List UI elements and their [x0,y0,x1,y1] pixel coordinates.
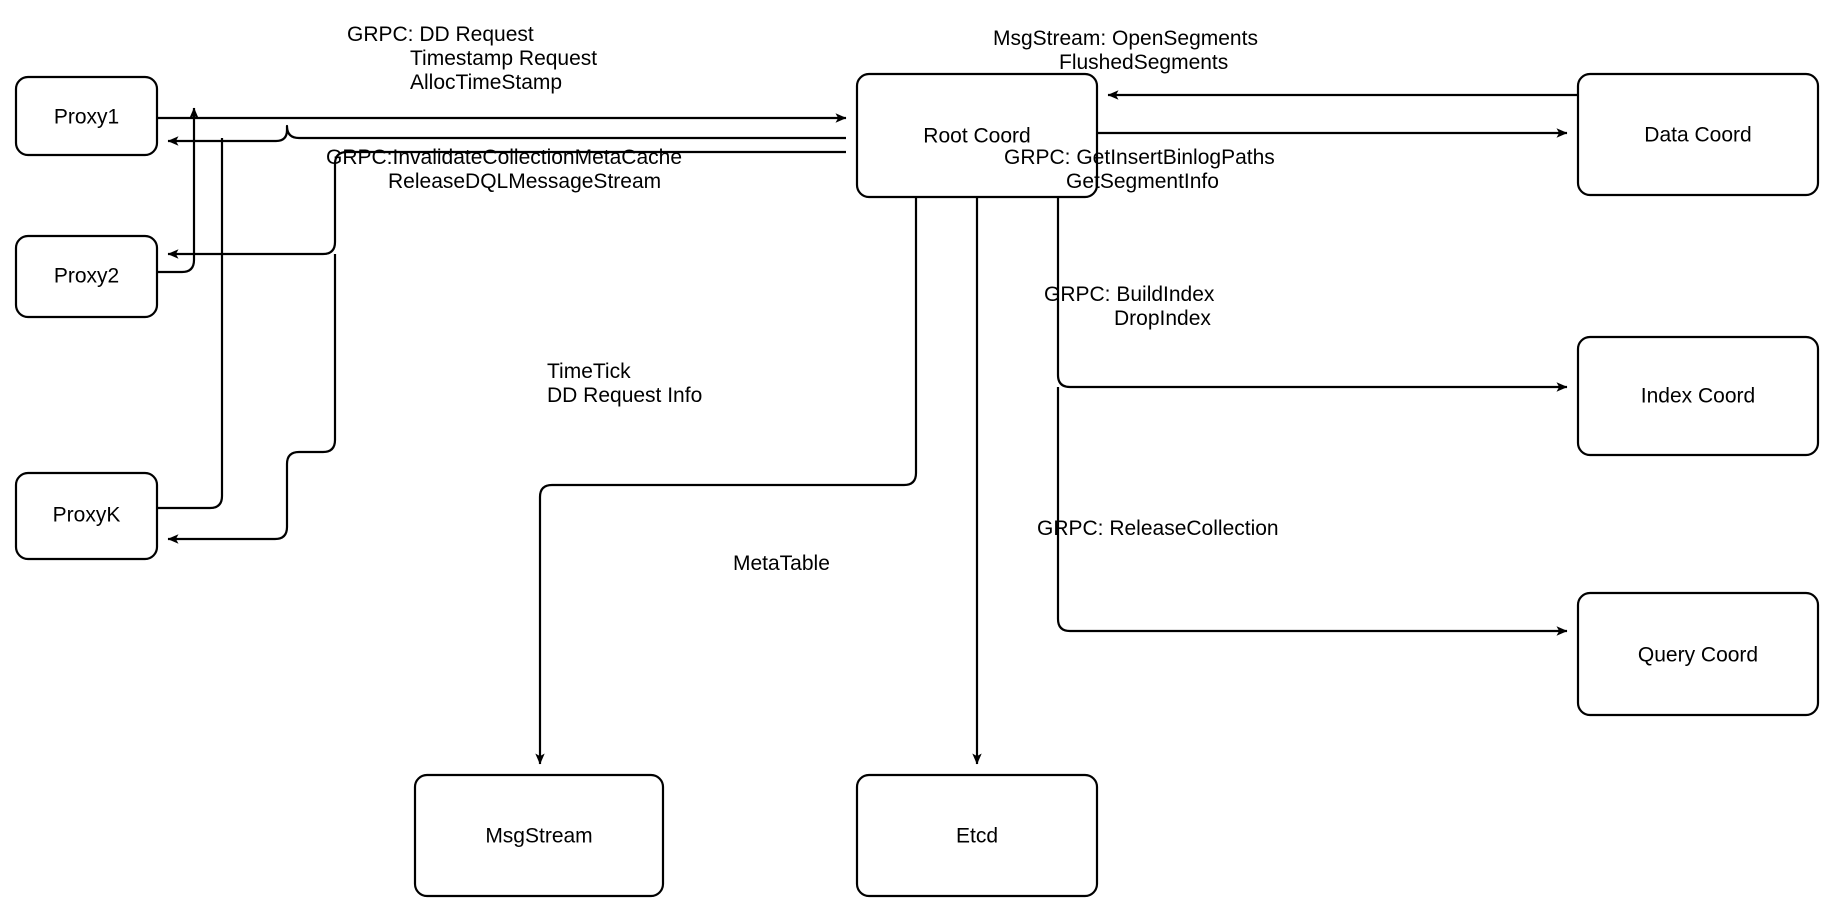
edge-label-root-to-querycoord: GRPC: ReleaseCollection [1037,517,1279,540]
node-msgstream-box[interactable] [413,773,665,898]
edge-label-root-to-proxy-line2: ReleaseDQLMessageStream [388,170,661,193]
node-msgstream-label: MsgStream [485,825,592,848]
node-proxyk[interactable]: ProxyK [14,471,159,561]
edge-label-datacoord-to-root-line1: MsgStream: OpenSegments [993,27,1258,50]
node-rootcoord[interactable]: Root Coord [855,72,1099,199]
edge-proxyk-to-rootcoord [157,138,224,510]
edge-label-root-to-msgstream: TimeTick DD Request Info [547,360,702,407]
edge-rootcoord-to-indexcoord [1056,197,1568,392]
edge-label-root-to-etcd-line1: MetaTable [733,552,830,575]
edge-label-root-to-datacoord-line1: GRPC: GetInsertBinlogPaths [1004,146,1275,169]
node-rootcoord-label: Root Coord [923,125,1030,148]
edge-label-root-to-indexcoord-line2: DropIndex [1114,307,1211,330]
node-etcd-label: Etcd [956,825,998,848]
edge-label-proxy-to-root-line1: GRPC: DD Request [347,23,534,46]
node-indexcoord-box[interactable] [1576,335,1820,457]
edge-label-proxy-to-root-line3: AllocTimeStamp [410,71,562,94]
edge-rootcoord-to-proxy2 [167,150,846,259]
node-querycoord[interactable]: Query Coord [1576,591,1820,717]
edge-label-datacoord-to-root: MsgStream: OpenSegments FlushedSegments [993,27,1258,74]
edge-label-root-to-msgstream-line1: TimeTick [547,360,631,383]
edge-rootcoord-to-proxy1 [167,124,846,146]
edge-rootcoord-to-querycoord [1056,387,1568,636]
edge-label-root-to-proxy-line1: GRPC:InvalidateCollectionMetaCache [326,146,682,169]
node-proxyk-box[interactable] [14,471,159,561]
edge-label-root-to-etcd: MetaTable [733,552,830,575]
node-proxy1-label: Proxy1 [54,106,119,129]
edge-label-root-to-msgstream-line2: DD Request Info [547,384,702,407]
node-proxy2[interactable]: Proxy2 [14,234,159,319]
edge-label-root-to-indexcoord: GRPC: BuildIndex DropIndex [1044,283,1215,330]
node-datacoord[interactable]: Data Coord [1576,72,1820,197]
node-proxyk-label: ProxyK [53,504,121,527]
node-proxy1[interactable]: Proxy1 [14,75,159,157]
edge-label-proxy-to-root: GRPC: DD Request Timestamp Request Alloc… [347,23,597,94]
node-rootcoord-box[interactable] [855,72,1099,199]
node-msgstream[interactable]: MsgStream [413,773,665,898]
edge-rootcoord-to-proxyk [167,254,337,544]
node-etcd-box[interactable] [855,773,1099,898]
edge-label-root-to-datacoord-line2: GetSegmentInfo [1066,170,1219,193]
edge-label-root-to-datacoord: GRPC: GetInsertBinlogPaths GetSegmentInf… [1004,146,1275,193]
node-querycoord-box[interactable] [1576,591,1820,717]
edge-label-proxy-to-root-line2: Timestamp Request [410,47,597,70]
edge-label-datacoord-to-root-line2: FlushedSegments [1059,51,1228,74]
node-etcd[interactable]: Etcd [855,773,1099,898]
edge-proxy2-to-rootcoord [157,107,199,274]
edge-label-root-to-proxy: GRPC:InvalidateCollectionMetaCache Relea… [326,146,682,193]
node-proxy1-box[interactable] [14,75,159,157]
edge-label-root-to-querycoord-line1: GRPC: ReleaseCollection [1037,517,1279,540]
node-querycoord-label: Query Coord [1638,644,1758,667]
edge-label-root-to-indexcoord-line1: GRPC: BuildIndex [1044,283,1215,306]
node-datacoord-box[interactable] [1576,72,1820,197]
node-indexcoord[interactable]: Index Coord [1576,335,1820,457]
node-proxy2-label: Proxy2 [54,265,119,288]
node-indexcoord-label: Index Coord [1641,385,1755,408]
node-proxy2-box[interactable] [14,234,159,319]
edge-rootcoord-to-msgstream [535,197,918,765]
node-datacoord-label: Data Coord [1644,124,1751,147]
